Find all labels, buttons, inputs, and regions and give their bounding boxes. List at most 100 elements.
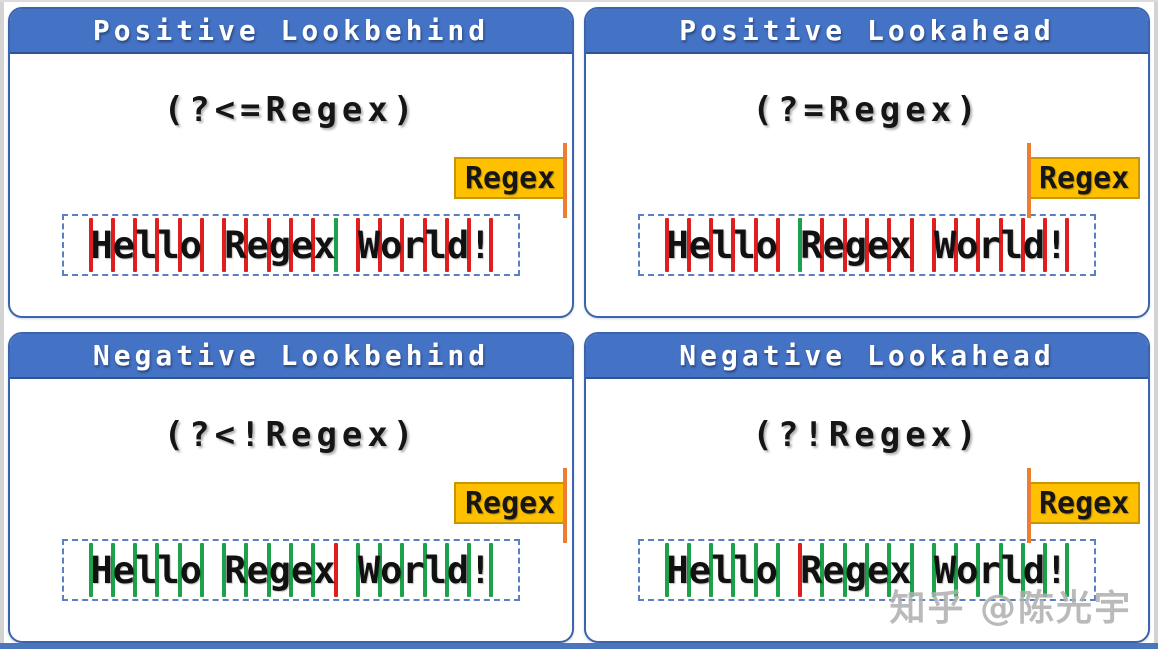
- cursor-position-bar: [422, 543, 427, 597]
- cursor-position-bar: [489, 218, 494, 272]
- cursor-position-bar: [709, 218, 714, 272]
- panel-negative-lookbehind: Negative Lookbehind (?<!Regex) Regex Hel…: [8, 332, 574, 643]
- match-position-bar: [798, 218, 803, 272]
- panel-body: (?=Regex) Regex Hello Regex World!: [586, 54, 1148, 316]
- cursor-position-bar: [909, 543, 914, 597]
- sentence-box: Hello Regex World!: [638, 539, 1096, 601]
- regex-flag-label: Regex: [1039, 160, 1130, 196]
- cursor-position-bar: [110, 543, 115, 597]
- cursor-position-bar: [88, 218, 93, 272]
- watermark: 知乎 @陈光宇: [889, 588, 1132, 629]
- cursor-position-bar: [753, 543, 758, 597]
- sentence-text: Hello Regex World!: [90, 548, 492, 592]
- flag-pole-icon: [563, 143, 568, 218]
- cursor-position-bar: [444, 218, 449, 272]
- cursor-position-bar: [88, 543, 93, 597]
- cursor-position-bar: [444, 543, 449, 597]
- cursor-position-bar: [311, 543, 316, 597]
- panel-body: (?<=Regex) Regex Hello Regex World!: [10, 54, 572, 316]
- cursor-position-bar: [1043, 543, 1048, 597]
- cursor-position-bar: [155, 218, 160, 272]
- cursor-position-bar: [976, 543, 981, 597]
- match-position-bar: [798, 543, 803, 597]
- panel-title: Positive Lookahead: [679, 14, 1055, 47]
- sentence-box: Hello Regex World!: [62, 539, 520, 601]
- cursor-position-bar: [467, 218, 472, 272]
- flag-pole-icon: [563, 468, 568, 543]
- cursor-position-bar: [1065, 543, 1070, 597]
- cursor-position-bar: [775, 543, 780, 597]
- panel-title: Negative Lookbehind: [92, 339, 490, 372]
- bottom-blue-strip: [0, 643, 1158, 649]
- regex-flag-label: Regex: [465, 160, 556, 196]
- sentence-text: Hello Regex World!: [666, 548, 1068, 592]
- cursor-position-bar: [686, 543, 691, 597]
- cursor-position-bar: [1020, 543, 1025, 597]
- regex-pattern: (?!Regex): [752, 415, 982, 455]
- cursor-bars: [640, 541, 1094, 599]
- cursor-position-bar: [266, 543, 271, 597]
- cursor-position-bar: [865, 218, 869, 272]
- regex-flag: Regex: [454, 468, 568, 543]
- cursor-position-bar: [976, 218, 981, 272]
- panel-positive-lookahead: Positive Lookahead (?=Regex) Regex Hello…: [584, 7, 1150, 318]
- panel-positive-lookbehind: Positive Lookbehind (?<=Regex) Regex Hel…: [8, 7, 574, 318]
- cursor-position-bar: [422, 218, 427, 272]
- regex-flag: Regex: [1027, 143, 1141, 218]
- panel-header: Positive Lookahead: [586, 9, 1148, 54]
- cursor-position-bar: [998, 218, 1003, 272]
- cursor-position-bar: [954, 543, 959, 597]
- panel-body: (?<!Regex) Regex Hello Regex World!: [10, 379, 572, 641]
- cursor-position-bar: [244, 543, 249, 597]
- panel-header: Positive Lookbehind: [10, 9, 572, 54]
- panel-title: Negative Lookahead: [679, 339, 1055, 372]
- cursor-position-bar: [244, 218, 249, 272]
- regex-pattern: (?<=Regex): [163, 90, 419, 130]
- cursor-bars: [640, 216, 1094, 274]
- sentence-box: Hello Regex World!: [638, 214, 1096, 276]
- cursor-position-bar: [177, 543, 182, 597]
- cursor-position-bar: [222, 218, 227, 272]
- regex-flag: Regex: [454, 143, 568, 218]
- panel-body: (?!Regex) Regex Hello Regex World!: [586, 379, 1148, 641]
- regex-pattern: (?<!Regex): [163, 415, 419, 455]
- cursor-position-bar: [909, 218, 914, 272]
- cursor-position-bar: [467, 543, 472, 597]
- sentence-text: Hello Regex World!: [666, 223, 1068, 267]
- cursor-position-bar: [133, 543, 138, 597]
- page-edge-right: [1154, 0, 1158, 649]
- cursor-position-bar: [865, 543, 869, 597]
- cursor-bars: [64, 216, 518, 274]
- cursor-position-bar: [931, 543, 936, 597]
- sentence-box: Hello Regex World!: [62, 214, 520, 276]
- regex-flag-label: Regex: [1039, 485, 1130, 521]
- cursor-position-bar: [289, 218, 293, 272]
- match-position-bar: [333, 543, 338, 597]
- cursor-position-bar: [753, 218, 758, 272]
- regex-flag-label: Regex: [465, 485, 556, 521]
- panel-title: Positive Lookbehind: [92, 14, 490, 47]
- cursor-position-bar: [1020, 218, 1025, 272]
- cursor-bars: [64, 541, 518, 599]
- cursor-position-bar: [664, 543, 669, 597]
- cursor-position-bar: [199, 543, 204, 597]
- cursor-position-bar: [664, 218, 669, 272]
- cursor-position-bar: [133, 218, 138, 272]
- sentence-text: Hello Regex World!: [90, 223, 492, 267]
- cursor-position-bar: [842, 218, 847, 272]
- cursor-position-bar: [931, 218, 936, 272]
- panel-header: Negative Lookbehind: [10, 334, 572, 379]
- regex-flag: Regex: [1027, 468, 1141, 543]
- cursor-position-bar: [842, 543, 847, 597]
- flag-pole-icon: [1027, 468, 1031, 543]
- cursor-position-bar: [289, 543, 293, 597]
- panel-negative-lookahead: Negative Lookahead (?!Regex) Regex Hello…: [584, 332, 1150, 643]
- cursor-position-bar: [155, 543, 160, 597]
- cursor-position-bar: [887, 218, 892, 272]
- cursor-position-bar: [199, 218, 204, 272]
- flag-pole-icon: [1027, 143, 1031, 218]
- page-edge-top: [0, 0, 1158, 2]
- page-edge-left: [0, 0, 4, 649]
- cursor-position-bar: [400, 543, 405, 597]
